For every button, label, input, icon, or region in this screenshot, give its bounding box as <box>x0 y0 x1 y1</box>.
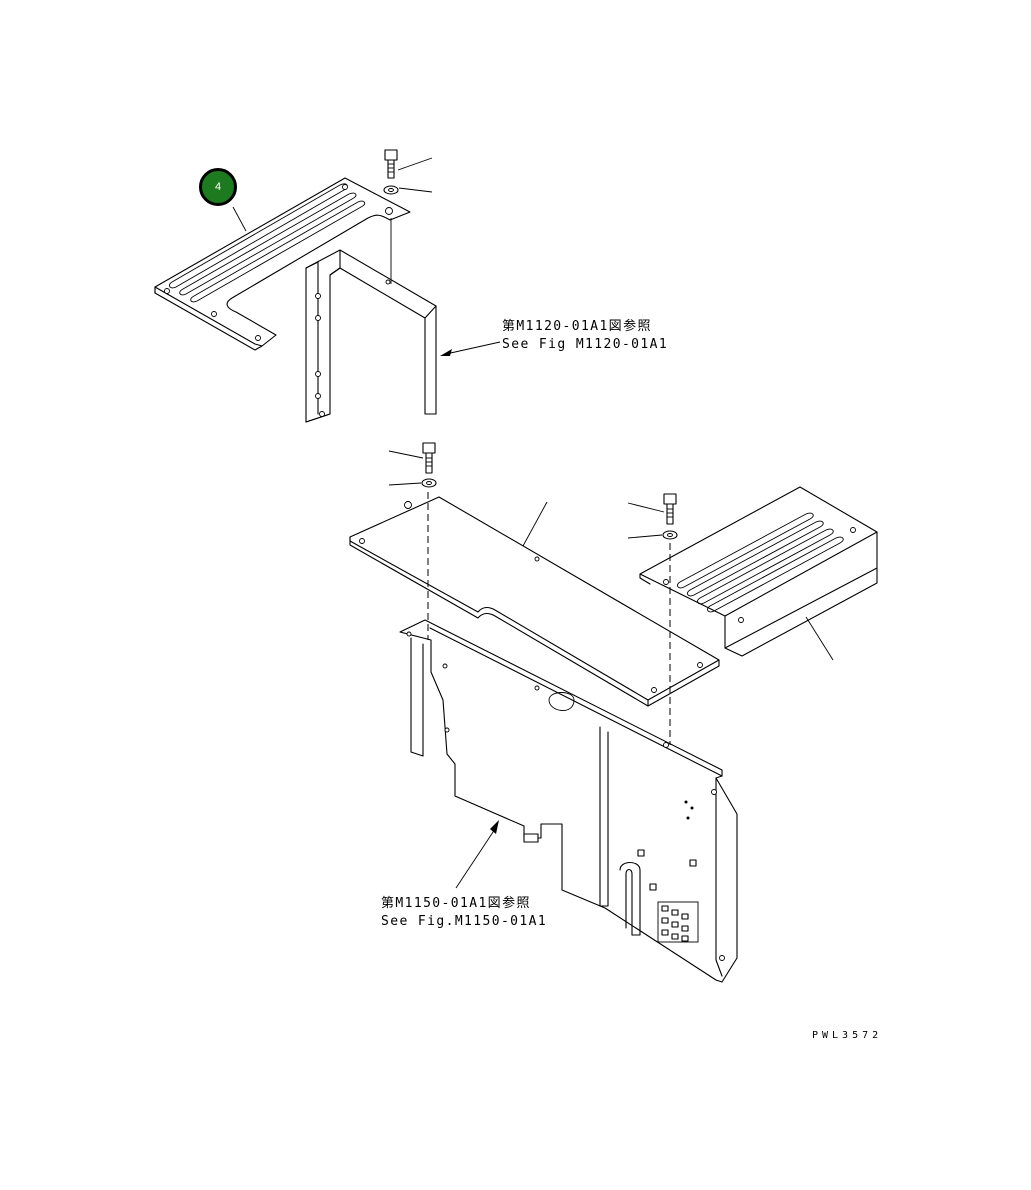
reference-m1150-en: See Fig.M1150-01A1 <box>381 914 548 929</box>
upper-vent-slots <box>169 183 366 303</box>
part-callout-4[interactable]: 4 <box>199 168 237 206</box>
reference-m1120-jp: 第M1120-01A1図参照 <box>502 319 652 334</box>
lower-main-panel <box>399 619 738 983</box>
middle-bolt <box>388 442 437 488</box>
right-vent-cover <box>639 486 878 661</box>
upper-bolt <box>383 149 433 284</box>
right-vent-slots <box>677 512 844 613</box>
upper-cover-plate <box>154 177 411 351</box>
reference-arrow-m1150 <box>455 820 499 889</box>
reference-m1120: 第M1120-01A1図参照 See Fig M1120-01A1 <box>502 318 668 354</box>
alignment-lines <box>427 492 671 745</box>
reference-m1150: 第M1150-01A1図参照 See Fig.M1150-01A1 <box>381 895 547 931</box>
reference-m1120-en: See Fig M1120-01A1 <box>502 337 669 352</box>
middle-cover-plate <box>349 496 720 707</box>
right-bolt <box>627 493 678 540</box>
upper-frame-bracket <box>305 249 437 423</box>
drawing-code: PWL3572 <box>812 1030 883 1041</box>
panel-connector-block <box>637 800 699 943</box>
reference-arrow-m1120 <box>440 341 501 356</box>
reference-m1150-jp: 第M1150-01A1図参照 <box>381 896 531 911</box>
